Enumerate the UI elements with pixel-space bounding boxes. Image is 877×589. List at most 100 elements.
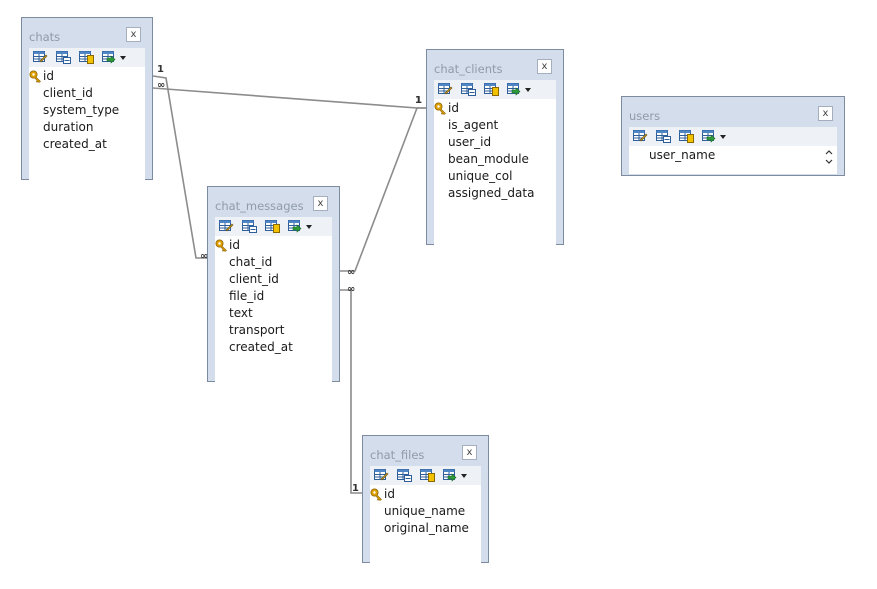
field-row[interactable]: created_at — [29, 136, 145, 153]
table-data-icon[interactable] — [397, 468, 412, 482]
field-row[interactable]: is_agent — [434, 117, 556, 134]
field-row[interactable]: text — [215, 305, 332, 322]
field-row[interactable]: id — [370, 486, 481, 503]
table-toolbar — [215, 217, 332, 236]
edit-table-icon[interactable] — [33, 50, 48, 64]
field-row[interactable]: id — [29, 68, 145, 85]
field-name: id — [384, 487, 395, 501]
add-field-icon[interactable] — [702, 129, 717, 143]
relation-chat-clients-chat-messages[interactable]: 1∞ — [340, 95, 426, 278]
cardinality-many-label: ∞ — [347, 267, 355, 278]
close-table-button[interactable]: x — [818, 106, 833, 121]
field-name: client_id — [43, 86, 93, 100]
edit-table-icon[interactable] — [219, 219, 234, 233]
chevron-down-icon[interactable] — [120, 56, 126, 60]
table-chat-clients[interactable]: chat_clients x id is_agent user_id bean_modul… — [426, 49, 564, 253]
table-toolbar — [29, 48, 145, 67]
close-table-button[interactable]: x — [537, 59, 552, 74]
field-row[interactable]: client_id — [29, 85, 145, 102]
table-header[interactable]: chat_files x — [363, 436, 488, 466]
table-data-icon[interactable] — [656, 129, 671, 143]
cardinality-one-label: 1 — [157, 64, 164, 75]
relation-line[interactable] — [152, 87, 426, 109]
chevron-down-icon[interactable] — [720, 135, 726, 139]
add-field-icon[interactable] — [443, 468, 458, 482]
field-row[interactable]: transport — [215, 322, 332, 339]
table-data-icon[interactable] — [461, 82, 476, 96]
field-row[interactable]: unique_name — [370, 503, 481, 520]
field-name: unique_col — [448, 169, 513, 183]
field-row[interactable]: file_id — [215, 288, 332, 305]
table-toolbar — [434, 80, 556, 99]
table-title: chat_clients — [434, 62, 503, 76]
field-row[interactable]: duration — [29, 119, 145, 136]
field-name: id — [448, 101, 459, 115]
field-row[interactable]: user_name — [629, 147, 837, 164]
chevron-down-icon[interactable] — [461, 474, 467, 478]
field-row[interactable]: user_id — [434, 134, 556, 151]
primary-key-icon — [215, 239, 228, 257]
relation-line[interactable] — [340, 107, 426, 272]
field-name: file_id — [229, 289, 265, 303]
table-properties-icon[interactable] — [484, 82, 499, 96]
table-data-icon[interactable] — [242, 219, 257, 233]
primary-key-icon — [29, 70, 42, 88]
relation-line[interactable] — [152, 75, 207, 259]
field-row[interactable]: system_type — [29, 102, 145, 119]
relation-chat-files-chat-messages[interactable]: 1∞ — [340, 284, 362, 494]
field-row[interactable]: id — [215, 237, 332, 254]
table-properties-icon[interactable] — [679, 129, 694, 143]
add-field-icon[interactable] — [288, 219, 303, 233]
field-row[interactable]: chat_id — [215, 254, 332, 271]
field-name: id — [43, 69, 54, 83]
field-row[interactable]: id — [434, 100, 556, 117]
chevron-down-icon[interactable] — [525, 88, 531, 92]
field-row[interactable]: created_at — [215, 339, 332, 356]
field-name: assigned_data — [448, 186, 535, 200]
field-row[interactable]: assigned_data — [434, 185, 556, 202]
table-header[interactable]: chat_clients x — [427, 50, 563, 80]
add-field-icon[interactable] — [507, 82, 522, 96]
table-properties-icon[interactable] — [79, 50, 94, 64]
chevron-down-icon[interactable] — [306, 225, 312, 229]
relation-chats-chat-messages[interactable]: 1∞ — [152, 64, 208, 262]
field-row[interactable]: bean_module — [434, 151, 556, 168]
table-title: chat_files — [370, 448, 425, 462]
field-name: created_at — [229, 340, 293, 354]
field-row[interactable]: client_id — [215, 271, 332, 288]
table-properties-icon[interactable] — [265, 219, 280, 233]
relation-line[interactable] — [340, 289, 362, 494]
close-table-button[interactable]: x — [462, 445, 477, 460]
field-name: user_id — [448, 135, 492, 149]
field-row[interactable]: original_name — [370, 520, 481, 537]
add-field-icon[interactable] — [102, 50, 117, 64]
edit-table-icon[interactable] — [438, 82, 453, 96]
field-row[interactable]: unique_col — [434, 168, 556, 185]
field-name: is_agent — [448, 118, 499, 132]
table-data-icon[interactable] — [56, 50, 71, 64]
field-name: text — [229, 306, 253, 320]
table-properties-icon[interactable] — [420, 468, 435, 482]
field-name: duration — [43, 120, 94, 134]
field-name: created_at — [43, 137, 107, 151]
relation-chats-chat-clients[interactable]: ∞1 — [152, 80, 426, 109]
edit-table-icon[interactable] — [374, 468, 389, 482]
close-table-button[interactable]: x — [126, 27, 141, 42]
close-table-button[interactable]: x — [313, 196, 328, 211]
field-name: chat_id — [229, 255, 273, 269]
scroll-arrows-icon[interactable] — [824, 148, 834, 170]
field-name: bean_module — [448, 152, 529, 166]
field-name: transport — [229, 323, 285, 337]
edit-table-icon[interactable] — [633, 129, 648, 143]
